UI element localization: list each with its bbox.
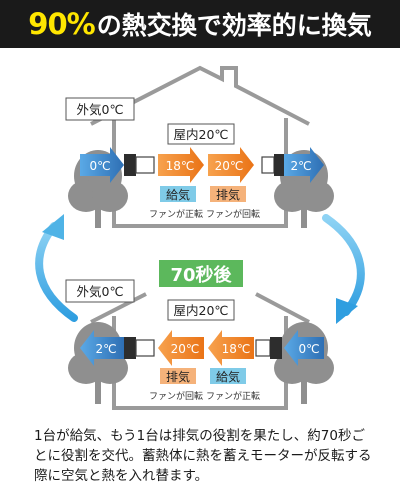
svg-text:0℃: 0℃ [298, 342, 319, 356]
bottom-right-unit-label: 給気 [216, 369, 240, 384]
top-left-fan-unit [124, 154, 136, 176]
top-room-temp-box [167, 123, 235, 145]
bottom-room-temp-box [167, 299, 235, 321]
bottom-outside-temp-box [65, 279, 135, 303]
bottom-left-fan-text: ファンが回転 [149, 390, 203, 402]
top-right-fan-unit [274, 154, 284, 176]
bottom-arrow-left: 2℃ [80, 330, 124, 366]
top-outside-temp: 外気0℃ [77, 102, 124, 117]
title-text: の熱交換で効率的に換気 [96, 11, 372, 40]
top-left-fan-text: ファンが正転 [149, 208, 203, 220]
bottom-right-fan-unit [270, 337, 282, 359]
top-arrow-mid-1: 18℃ [158, 147, 204, 183]
svg-text:2℃: 2℃ [290, 159, 311, 173]
title-highlight: 90% [28, 7, 95, 41]
svg-text:20℃: 20℃ [171, 342, 200, 356]
tree-icon [274, 322, 334, 404]
time-badge [157, 258, 245, 289]
bottom-arrow-right: 0℃ [284, 330, 324, 366]
top-arrow-left: 0℃ [80, 147, 124, 183]
top-room-temp: 屋内20℃ [174, 127, 229, 142]
bottom-right-unit-label-bg [210, 368, 246, 384]
title-banner: 90% の熱交換で効率的に換気 [0, 0, 400, 48]
time-badge-text: 70秒後 [170, 264, 232, 286]
top-right-unit-label: 排気 [216, 187, 240, 202]
top-right-pipe [261, 156, 275, 174]
svg-text:2℃: 2℃ [95, 342, 116, 356]
top-right-unit-label-bg [210, 186, 246, 202]
top-right-fan-text: ファンが回転 [206, 208, 260, 220]
bottom-arrow-mid-2: 18℃ [208, 330, 254, 366]
bottom-right-fan-text: ファンが正転 [206, 390, 260, 402]
top-left-unit-label-bg [160, 186, 196, 202]
cycle-arrow-right [322, 214, 365, 324]
svg-text:0℃: 0℃ [89, 159, 110, 173]
top-arrow-right: 2℃ [284, 147, 324, 183]
caption-text: 1台が給気、もう1台は排気の役割を果たし、約70秒ごとに役割を交代。蓄熱体に熱を… [34, 428, 372, 484]
tree-icon [68, 322, 128, 404]
cycle-arrow-left [35, 214, 78, 322]
bottom-left-pipe [135, 339, 155, 357]
bottom-left-unit-label: 排気 [166, 369, 190, 384]
top-left-pipe [135, 156, 155, 174]
svg-text:18℃: 18℃ [222, 342, 251, 356]
ventilation-diagram: 外気0℃ 屋内20℃ 0℃ 18℃ 20℃ 2℃ 給気 排気 ファンが正転 ファ… [35, 65, 365, 410]
bottom-left-unit-label-bg [160, 368, 196, 384]
svg-text:20℃: 20℃ [215, 159, 244, 173]
top-outside-temp-box [65, 97, 135, 121]
bottom-outside-temp: 外気0℃ [77, 284, 124, 299]
bottom-room-temp: 屋内20℃ [174, 303, 229, 318]
svg-text:18℃: 18℃ [166, 159, 195, 173]
bottom-right-pipe [255, 339, 271, 357]
top-arrow-mid-2: 20℃ [208, 147, 254, 183]
bottom-arrow-mid-1: 20℃ [158, 330, 204, 366]
bottom-left-fan-unit [124, 337, 136, 359]
top-left-unit-label: 給気 [166, 187, 190, 202]
